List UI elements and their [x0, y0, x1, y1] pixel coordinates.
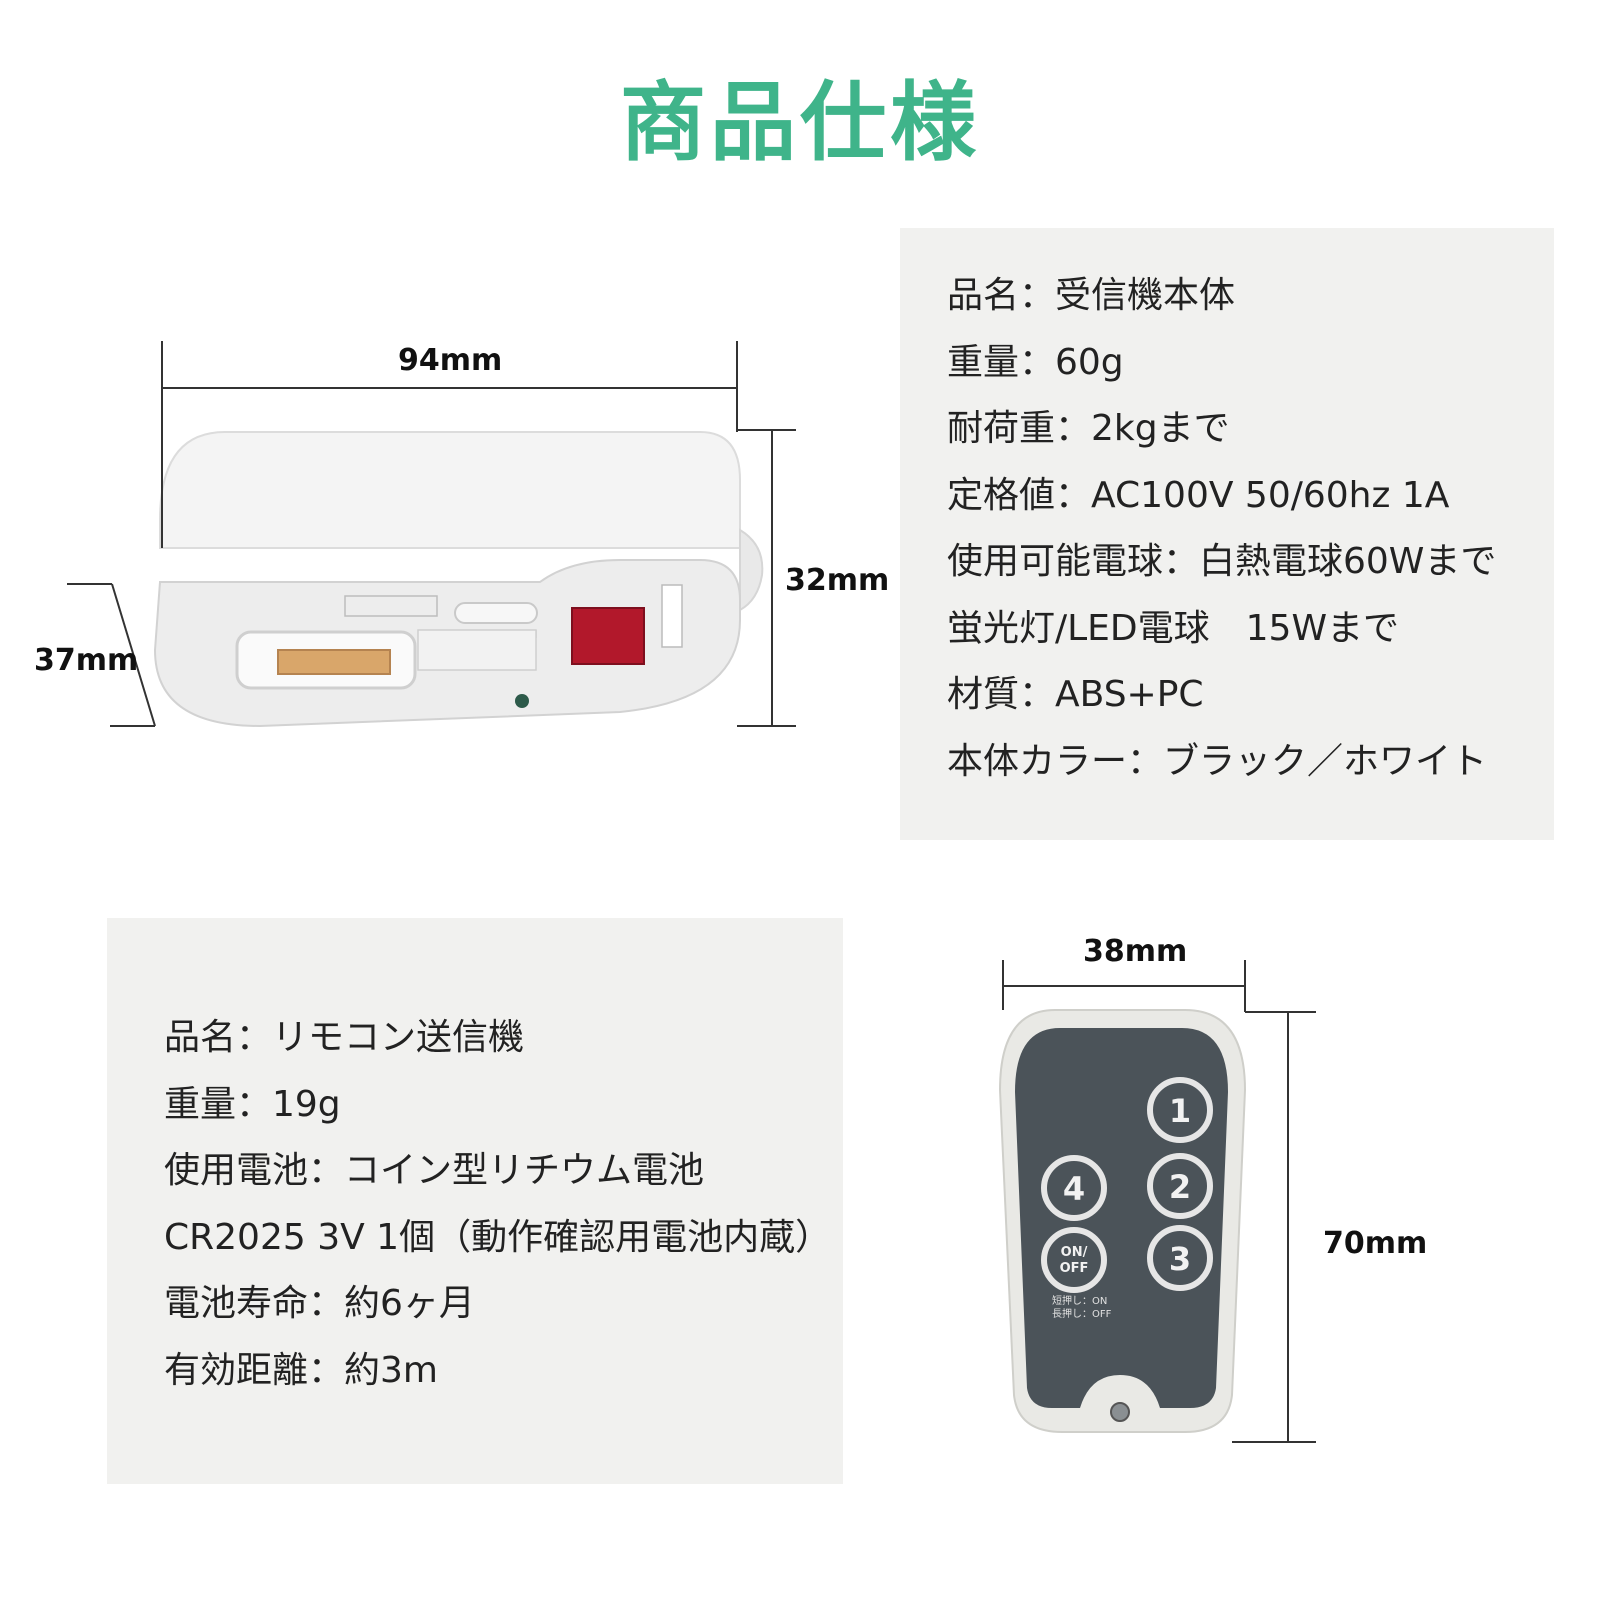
button-onoff-label-on: ON/: [1061, 1245, 1088, 1260]
remote-dimension-lines: [1002, 960, 1316, 1443]
remote-width-label: 38mm: [1083, 934, 1188, 969]
remote-button-1: [1147, 1077, 1213, 1143]
spec-product-name: 品名：受信機本体: [947, 275, 1236, 316]
remote-spec-panel: [107, 918, 843, 1484]
spec-range: 有効距離：約3m: [164, 1349, 438, 1391]
button-2-label: 2: [1169, 1168, 1191, 1206]
remote-image: 1 2 3 4 ON/ OFF 短押し：ON 長押し：OFF: [998, 1009, 1247, 1433]
receiver-width-label: 94mm: [398, 343, 503, 378]
spec-led-bulb: 蛍光灯/LED電球 15Wまで: [947, 607, 1400, 649]
press-note-short: 短押し：ON: [1052, 1294, 1107, 1307]
press-note-long: 長押し：OFF: [1052, 1307, 1112, 1320]
receiver-spec-panel: [900, 228, 1554, 840]
spec-battery: 使用電池：コイン型リチウム電池: [164, 1150, 705, 1191]
button-4-label: 4: [1063, 1170, 1085, 1208]
remote-button-4: [1041, 1155, 1107, 1221]
spec-battery-detail: CR2025 3V 1個（動作確認用電池内蔵）: [164, 1216, 832, 1258]
spec-body-color: 本体カラー：ブラック／ホワイト: [947, 740, 1488, 782]
remote-button-2: [1147, 1153, 1213, 1219]
receiver-spec-list: 品名：受信機本体 重量：60g 耐荷重：2kgまで 定格値：AC100V 50/…: [947, 263, 1496, 795]
button-onoff-label-off: OFF: [1060, 1261, 1089, 1276]
receiver-height-label: 32mm: [785, 563, 890, 598]
remote-button-onoff: [1041, 1227, 1107, 1293]
spec-product-name: 品名：リモコン送信機: [164, 1017, 525, 1058]
button-1-label: 1: [1169, 1092, 1191, 1130]
receiver-dimension-lines: [67, 341, 796, 727]
spec-battery-life: 電池寿命：約6ヶ月: [164, 1283, 475, 1324]
remote-height-label: 70mm: [1323, 1226, 1428, 1261]
spec-material: 材質：ABS+PC: [947, 674, 1204, 715]
remote-spec-list: 品名：リモコン送信機 重量：19g 使用電池：コイン型リチウム電池 CR2025…: [164, 1005, 831, 1404]
receiver-depth-label: 37mm: [34, 643, 139, 678]
button-3-label: 3: [1169, 1240, 1191, 1278]
receiver-image: [153, 431, 764, 728]
remote-button-3: [1147, 1225, 1213, 1291]
spec-weight: 重量：60g: [947, 341, 1124, 383]
spec-rating: 定格値：AC100V 50/60hz 1A: [947, 474, 1450, 516]
spec-weight: 重量：19g: [164, 1083, 341, 1125]
page-title: 商品仕様: [620, 73, 980, 173]
spec-usable-bulb: 使用可能電球：白熱電球60Wまで: [947, 541, 1497, 582]
spec-load-capacity: 耐荷重：2kgまで: [947, 408, 1230, 449]
